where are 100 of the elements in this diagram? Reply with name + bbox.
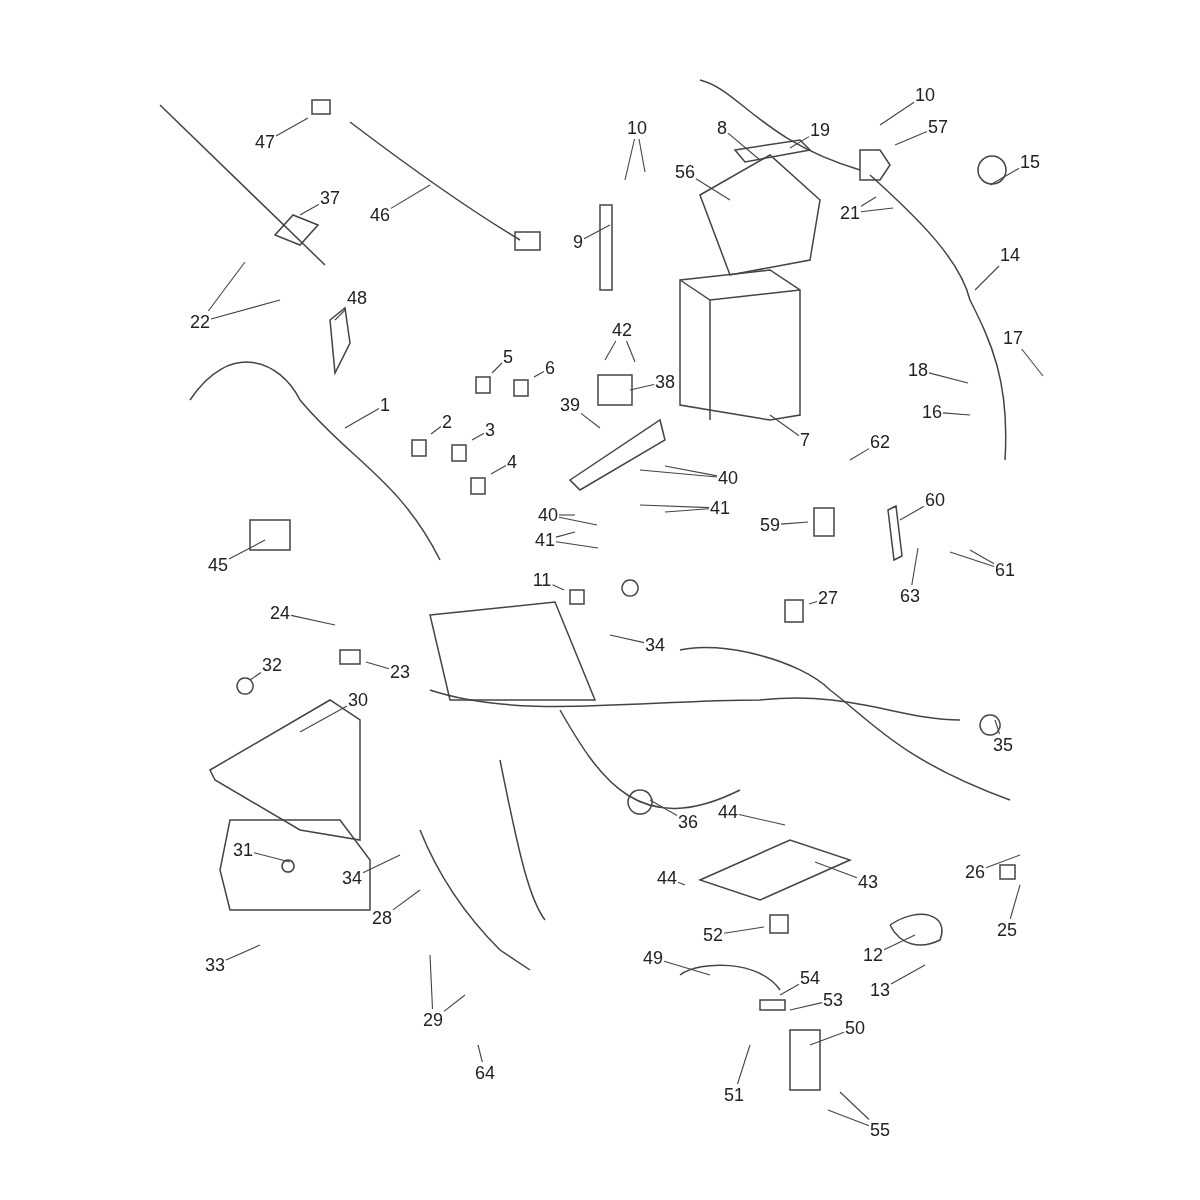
leader-line — [249, 671, 262, 681]
callout-number: 53 — [823, 990, 843, 1010]
callout-number: 43 — [858, 872, 878, 892]
callout-number: 41 — [535, 530, 555, 550]
leader-line — [723, 926, 765, 934]
callout-number: 11 — [532, 570, 552, 590]
callout-number: 45 — [208, 555, 228, 575]
callout-number: 21 — [840, 203, 860, 223]
leader-line — [430, 425, 442, 435]
leader-line — [849, 448, 870, 461]
callout-number: 60 — [925, 490, 945, 510]
callout-number: 2 — [442, 412, 452, 432]
leader-line — [207, 261, 246, 312]
callout-number: 41 — [710, 498, 730, 518]
callout-number: 51 — [724, 1085, 744, 1105]
leader-line — [860, 207, 894, 213]
callout-number: 15 — [1020, 152, 1040, 172]
leader-line — [362, 854, 401, 874]
callout-number: 27 — [818, 588, 838, 608]
callout-number: 5 — [503, 347, 513, 367]
leader-line — [789, 1002, 823, 1011]
leader-line — [533, 370, 545, 378]
leader-line — [827, 1109, 870, 1127]
leader-line — [609, 634, 645, 644]
leader-line — [639, 469, 718, 478]
leader-line — [649, 799, 678, 817]
leader-line — [471, 432, 485, 441]
callout-number: 36 — [678, 812, 698, 832]
leader-line — [809, 1031, 845, 1046]
leader-line — [974, 265, 1000, 291]
callout-number: 40 — [538, 505, 558, 525]
leader-line — [969, 549, 995, 565]
leader-line — [344, 407, 380, 429]
callout-number: 57 — [928, 117, 948, 137]
leader-line — [911, 547, 919, 586]
callout-number: 6 — [545, 358, 555, 378]
callout-number: 46 — [370, 205, 390, 225]
callout-number: 44 — [718, 802, 738, 822]
callout-number: 8 — [717, 118, 727, 138]
callout-number: 17 — [1003, 328, 1023, 348]
leader-line — [879, 101, 915, 126]
callout-number: 10 — [627, 118, 647, 138]
callout-number: 34 — [645, 635, 665, 655]
callout-number: 10 — [915, 85, 935, 105]
callout-number: 48 — [347, 288, 367, 308]
callout-number: 37 — [320, 188, 340, 208]
callout-number: 34 — [342, 868, 362, 888]
callout-number: 33 — [205, 955, 225, 975]
callout-number: 23 — [390, 662, 410, 682]
callout-number: 14 — [1000, 245, 1020, 265]
callout-number: 62 — [870, 432, 890, 452]
leader-line — [639, 504, 710, 509]
callout-number: 26 — [965, 862, 985, 882]
leader-line — [736, 1044, 751, 1085]
leader-line — [663, 960, 711, 976]
leader-line — [890, 964, 926, 985]
leader-line — [629, 383, 655, 391]
callout-number: 19 — [810, 120, 830, 140]
leader-line — [942, 412, 971, 416]
callout-number: 4 — [507, 452, 517, 472]
callout-number: 63 — [900, 586, 920, 606]
callout-number: 29 — [423, 1010, 443, 1030]
leader-line — [839, 1091, 870, 1121]
callout-number: 49 — [643, 948, 663, 968]
callout-number: 55 — [870, 1120, 890, 1140]
leader-line — [334, 308, 347, 321]
leader-line — [390, 184, 431, 209]
leader-line — [580, 412, 601, 429]
leader-line — [695, 178, 731, 201]
leader-line — [769, 414, 800, 437]
leader-line — [899, 505, 925, 521]
leader-line — [583, 224, 611, 240]
leader-line — [860, 196, 877, 207]
callout-number: 44 — [657, 868, 677, 888]
leader-line — [949, 551, 995, 567]
leader-line — [664, 465, 718, 477]
leader-line — [429, 954, 434, 1010]
leader-line — [1021, 348, 1044, 377]
leader-line — [779, 983, 800, 996]
leader-line — [477, 1044, 483, 1063]
leader-line — [808, 600, 818, 605]
leader-line — [604, 340, 617, 361]
leader-line — [443, 994, 466, 1012]
callout-number: 13 — [870, 980, 890, 1000]
leader-line — [994, 719, 1001, 735]
leader-line — [299, 705, 348, 733]
callout-number: 22 — [190, 312, 210, 332]
callout-number: 40 — [718, 468, 738, 488]
leader-line — [491, 362, 503, 374]
callout-number: 7 — [800, 430, 810, 450]
callout-number: 16 — [922, 402, 942, 422]
callout-number: 50 — [845, 1018, 865, 1038]
callout-number: 56 — [675, 162, 695, 182]
callout-number: 54 — [800, 968, 820, 988]
leader-line — [365, 661, 390, 670]
leader-line — [738, 813, 786, 826]
callout-number: 32 — [262, 655, 282, 675]
leader-line — [985, 854, 1021, 869]
leader-line — [253, 852, 291, 863]
leader-line — [290, 614, 336, 626]
